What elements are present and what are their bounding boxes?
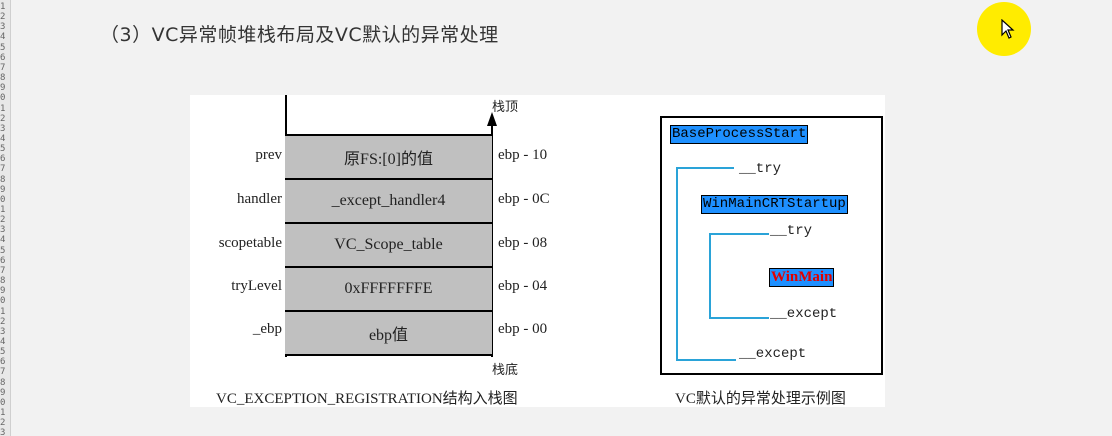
field-label-prev: prev	[255, 147, 282, 163]
stack-right-border	[491, 123, 493, 357]
gutter-line-number: 8	[0, 73, 6, 84]
gutter-line-number: 1	[0, 103, 6, 114]
offset-label: ebp - 10	[498, 147, 548, 163]
inner-bracket-bottom	[709, 317, 769, 319]
gutter-line-number: 8	[0, 377, 6, 388]
gutter-line-number: 0	[0, 397, 6, 408]
outer-bracket-side	[676, 167, 678, 361]
gutter-line-number: 7	[0, 265, 6, 276]
gutter-line-number: 3	[0, 428, 6, 436]
gutter-line-number: 7	[0, 62, 6, 73]
offset-label: ebp - 08	[498, 235, 548, 251]
field-label-ebp: _ebp	[252, 321, 282, 337]
cursor-highlight	[977, 2, 1031, 56]
stack-cell: 0xFFFFFFFE	[285, 266, 492, 310]
outer-bracket-bottom	[676, 359, 736, 361]
exception-diagram-caption: VC默认的异常处理示例图	[675, 391, 846, 407]
gutter-line-number: 7	[0, 367, 6, 378]
gutter-line-number: 2	[0, 316, 6, 327]
outer-try-keyword: __try	[739, 161, 782, 177]
gutter-line-number: 4	[0, 133, 6, 144]
gutter-line-number: 8	[0, 276, 6, 287]
gutter-line-number: 4	[0, 235, 6, 246]
gutter-line-number: 6	[0, 357, 6, 368]
gutter-line-number: 1	[0, 2, 6, 12]
exception-diagram-frame	[660, 116, 883, 375]
inner-bracket-side	[709, 233, 711, 319]
gutter-line-number: 2	[0, 12, 6, 23]
gutter-line-number: 1	[0, 205, 6, 215]
gutter-line-number: 3	[0, 22, 6, 33]
inner-bracket-top	[709, 233, 769, 235]
field-label-handler: handler	[237, 191, 282, 207]
gutter-line-number: 0	[0, 194, 6, 205]
stack-cell: _except_handler4	[285, 178, 492, 222]
stack-diagram-caption: VC_EXCEPTION_REGISTRATION结构入栈图	[216, 391, 518, 407]
func-base-process-start: BaseProcessStart	[670, 125, 809, 144]
stack-growth-arrow-icon	[487, 112, 497, 126]
func-winmain: WinMain	[769, 268, 835, 287]
outer-bracket-top	[676, 167, 734, 169]
gutter-line-number: 2	[0, 418, 6, 429]
stack-cell: ebp值	[285, 310, 492, 356]
slide-title: （3）VC异常帧堆栈布局及VC默认的异常处理	[100, 24, 499, 46]
gutter-line-number: 8	[0, 174, 6, 185]
gutter-line-number: 2	[0, 113, 6, 124]
gutter-line-number: 5	[0, 42, 6, 53]
gutter-line-number: 3	[0, 326, 6, 337]
mouse-pointer-icon	[1001, 19, 1015, 39]
gutter-line-number: 6	[0, 255, 6, 266]
field-label-scopetable: scopetable	[218, 235, 282, 251]
gutter-line-number: 7	[0, 164, 6, 175]
stack-bottom-label: 栈底	[492, 362, 519, 377]
gutter-line-number: 1	[0, 408, 6, 418]
gutter-line-number: 1	[0, 306, 6, 317]
stack-cell-value: 0xFFFFFFFE	[344, 280, 433, 297]
gutter-line-number: 3	[0, 225, 6, 236]
offset-label: ebp - 04	[498, 278, 548, 294]
gutter-line-number: 5	[0, 245, 6, 256]
gutter-line-number: 9	[0, 286, 6, 297]
outer-except-keyword: __except	[739, 346, 807, 362]
stack-cell: 原FS:[0]的值	[285, 134, 492, 178]
gutter-line-number: 6	[0, 154, 6, 165]
field-label-trylevel: tryLevel	[231, 278, 282, 294]
stack-top-label: 栈顶	[492, 99, 519, 114]
offset-label: ebp - 00	[498, 321, 548, 337]
stack-cell-value: ebp值	[368, 327, 409, 344]
inner-except-keyword: __except	[770, 306, 838, 322]
gutter-line-number: 6	[0, 52, 6, 63]
gutter-line-number: 2	[0, 215, 6, 226]
slide-image-panel: 栈顶 栈底 原FS:[0]的值 _except_handler4 VC_Scop…	[190, 95, 885, 407]
stack-cell: VC_Scope_table	[285, 222, 492, 266]
stack-cell-value: 原FS:[0]的值	[344, 151, 433, 168]
gutter-line-number: 9	[0, 184, 6, 195]
gutter-line-number: 9	[0, 387, 6, 398]
offset-label: ebp - 0C	[498, 191, 550, 207]
stack-cell-value: VC_Scope_table	[334, 236, 443, 253]
gutter-line-number: 5	[0, 144, 6, 155]
gutter-line-number: 3	[0, 123, 6, 134]
stack-cell-value: _except_handler4	[331, 192, 446, 209]
gutter-line-number: 0	[0, 296, 6, 307]
gutter-line-number: 0	[0, 93, 6, 104]
func-winmain-crt-startup: WinMainCRTStartup	[701, 195, 848, 214]
gutter-line-number: 4	[0, 336, 6, 347]
gutter-line-number: 5	[0, 347, 6, 358]
gutter-line-number: 9	[0, 83, 6, 94]
gutter-line-number: 4	[0, 32, 6, 43]
inner-try-keyword: __try	[770, 223, 813, 239]
